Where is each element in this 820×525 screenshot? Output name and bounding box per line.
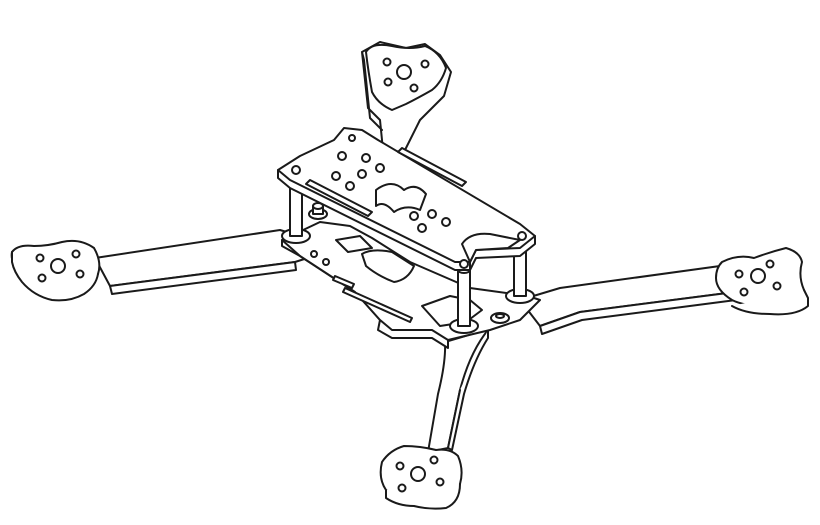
bottom-plate-hole xyxy=(322,258,330,266)
arm-right-pad-thickness xyxy=(731,289,809,316)
arm-left-thickness xyxy=(109,261,297,295)
motor-hole xyxy=(409,83,419,93)
top-plate xyxy=(277,127,536,271)
top-plate-screw xyxy=(291,165,301,175)
motor-hole xyxy=(435,477,445,487)
standoff-rear-right xyxy=(308,202,328,220)
arm-right xyxy=(519,247,809,335)
motor-hole xyxy=(397,483,407,493)
motor-hole xyxy=(734,269,744,279)
top-plate-hole xyxy=(348,134,356,142)
arm-left-pad-thickness xyxy=(11,251,99,302)
top-plate-cutout xyxy=(375,183,427,213)
arm-bottom xyxy=(379,329,489,510)
bottom-plate-hole xyxy=(310,250,318,258)
top-plate-screw xyxy=(517,231,527,241)
motor-hole xyxy=(37,273,47,283)
motor-hole xyxy=(383,77,393,87)
bottom-plate-slot-left xyxy=(335,235,373,253)
top-plate-screw xyxy=(459,259,469,269)
standoff-front-left xyxy=(449,266,479,334)
motor-hole xyxy=(71,249,81,259)
top-plate-hole xyxy=(375,163,385,173)
arm-bottom-body xyxy=(427,329,489,453)
top-plate-slot-bottom xyxy=(305,179,373,217)
top-plate-hole xyxy=(427,209,437,219)
motor-hole-center xyxy=(396,64,412,80)
motor-hole xyxy=(429,455,439,465)
motor-hole-center xyxy=(50,258,66,274)
top-plate-hole xyxy=(409,211,419,221)
arm-left xyxy=(10,229,321,302)
top-plate-hole xyxy=(357,169,367,179)
motor-hole xyxy=(765,259,775,269)
nut-front xyxy=(490,312,510,324)
top-plate-hole xyxy=(331,171,341,181)
motor-hole xyxy=(35,253,45,263)
arm-top-right xyxy=(361,41,452,153)
top-plate-hole xyxy=(417,223,427,233)
motor-hole xyxy=(420,59,430,69)
motor-hole xyxy=(739,287,749,297)
top-plate-hole xyxy=(345,181,355,191)
top-plate-hole xyxy=(337,151,347,161)
top-plate-slot-top xyxy=(397,147,467,187)
motor-hole xyxy=(75,269,85,279)
motor-hole xyxy=(395,461,405,471)
bottom-plate-slot-long xyxy=(342,287,413,323)
motor-hole xyxy=(772,281,782,291)
bottom-plate-window-rear xyxy=(361,249,415,283)
arm-bottom-thickness xyxy=(447,329,489,451)
motor-hole xyxy=(382,57,392,67)
top-plate-window xyxy=(461,232,521,263)
nut-hole xyxy=(495,313,505,319)
top-plate-hole xyxy=(441,217,451,227)
motor-hole-center xyxy=(410,466,426,482)
motor-hole-center xyxy=(750,268,766,284)
bottom-plate-slot-right xyxy=(332,275,355,289)
standoff-post xyxy=(457,269,471,327)
bottom-plate xyxy=(281,221,541,349)
top-plate-hole xyxy=(361,153,371,163)
